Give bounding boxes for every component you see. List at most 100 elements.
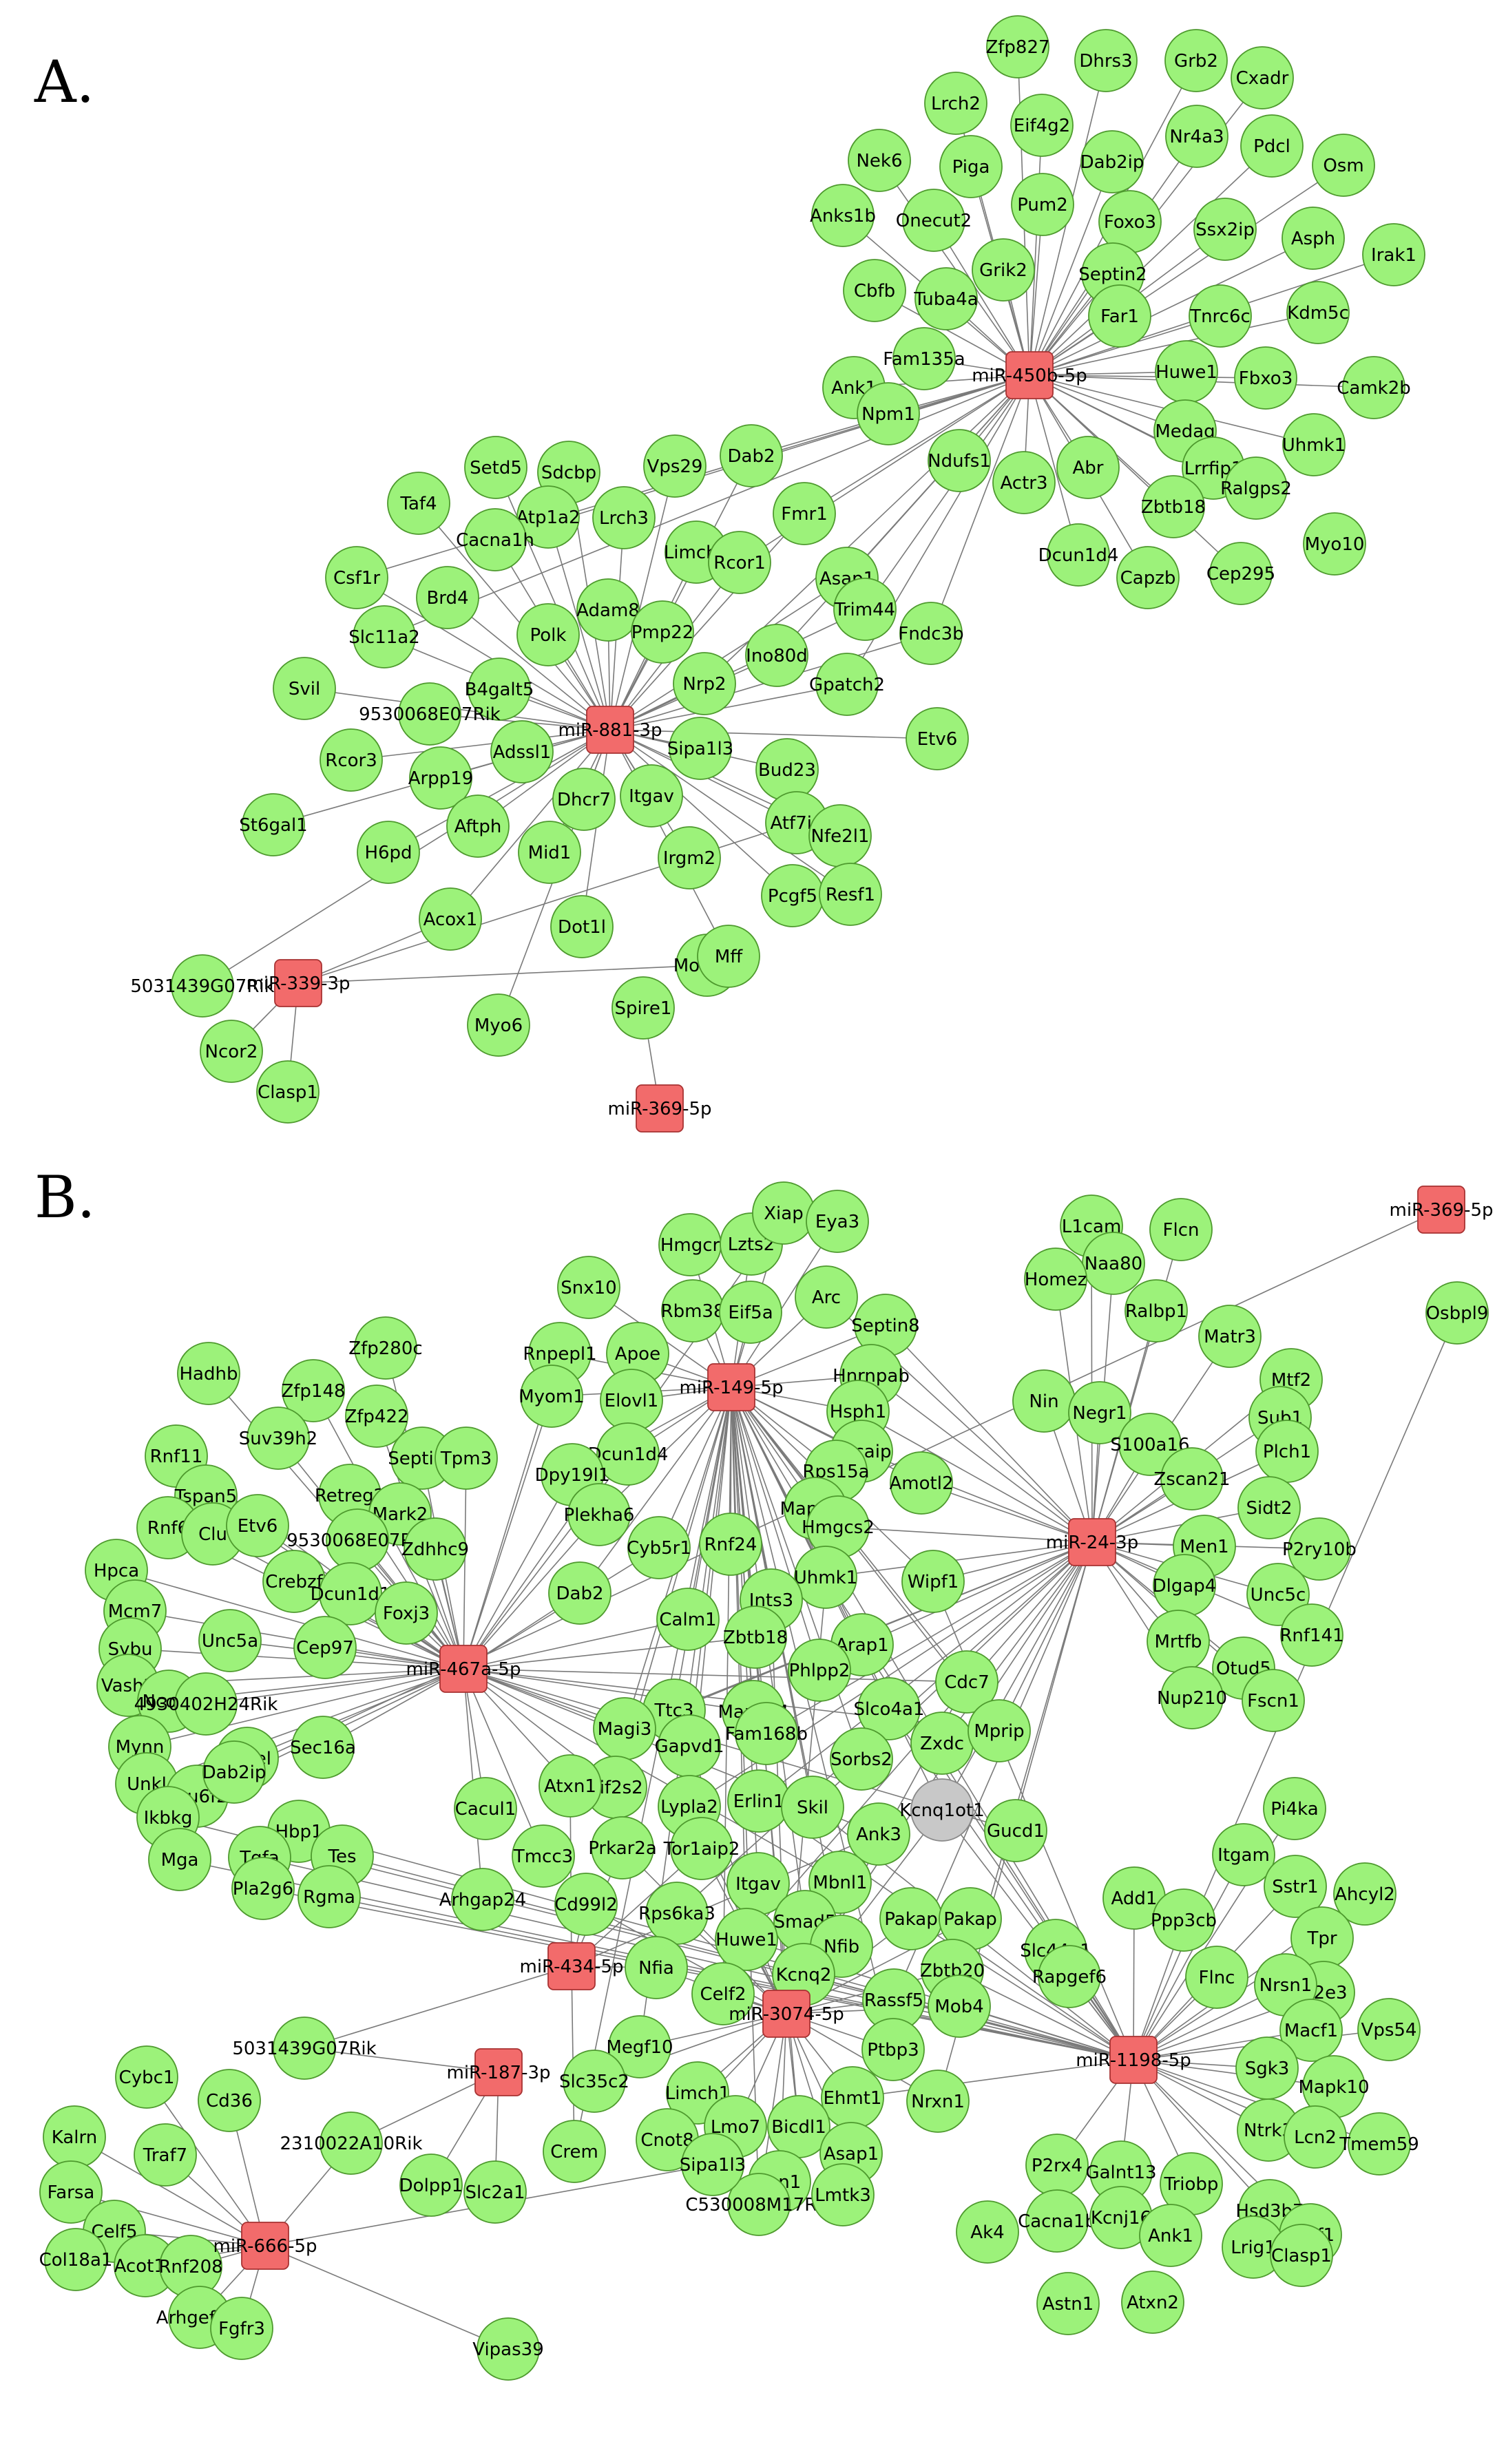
gene-node-a-42-label: Cep295 — [1206, 564, 1275, 585]
gene-node-a-52-label: Fmr1 — [781, 504, 828, 525]
edge-a-53 — [776, 375, 1030, 656]
gene-node-b-141-label: Ikbkg — [144, 1808, 193, 1829]
gene-node-b-189-label: Farsa — [48, 2182, 95, 2203]
gene-node-b-78: Bicdl1 — [767, 2095, 830, 2158]
gene-node-a-51-label: Cacna1h — [456, 530, 534, 551]
gene-node-a-67-label: Ino80d — [746, 646, 808, 666]
gene-node-b-185: Cd36 — [198, 2069, 261, 2132]
gene-node-b-64-circle — [625, 1936, 688, 1999]
gene-node-a-54-label: Brd4 — [426, 588, 468, 609]
gene-node-b-193: Rnf208 — [158, 2235, 223, 2298]
mirna-node-b-0-box — [707, 1363, 755, 1411]
gene-node-a-49-label: Atp1a2 — [516, 507, 580, 528]
gene-node-a-94-circle — [200, 1020, 263, 1083]
gene-node-a-12-label: Anks1b — [810, 206, 876, 227]
gene-node-a-24-label: Tnrc6c — [1189, 306, 1251, 327]
edge-b-81 — [885, 1325, 1093, 1543]
gene-node-b-109: Zfp148 — [281, 1359, 346, 1422]
gene-node-b-95-label: Plch1 — [1263, 1442, 1311, 1462]
gene-node-b-24: Rnf24 — [699, 1513, 762, 1576]
gene-node-b-83: Lmtk3 — [811, 2163, 875, 2226]
gene-node-b-144-label: Mga — [161, 1850, 199, 1871]
gene-node-b-145-circle — [231, 1857, 295, 1920]
gene-node-b-68: Rassf5 — [862, 1968, 925, 2032]
edge-b-120 — [116, 1570, 464, 1670]
gene-node-a-86-label: Resf1 — [826, 885, 875, 905]
gene-node-b-24-label: Rnf24 — [704, 1535, 757, 1555]
gene-node-b-154-label: Tpr — [1306, 1928, 1337, 1949]
gene-node-a-36-label: Abr — [1073, 458, 1104, 478]
gene-node-b-15-circle — [596, 1422, 660, 1486]
gene-node-b-180-label: 5031439G07Rik — [232, 2039, 376, 2059]
gene-node-b-41: Gapvd1 — [654, 1714, 724, 1778]
gene-node-b-106-circle — [1242, 1669, 1305, 1732]
gene-node-b-176-label: Lrig1 — [1231, 2237, 1275, 2258]
gene-node-a-46-label: Vps29 — [647, 456, 703, 477]
gene-node-a-4-circle — [924, 72, 987, 135]
gene-node-b-85-circle — [1149, 1198, 1213, 1261]
gene-node-b-107-circle — [354, 1316, 417, 1380]
gene-node-b-174: Ak4 — [956, 2200, 1019, 2264]
gene-node-b-177: Clasp1 — [1270, 2224, 1333, 2287]
panel-b-label: B. — [34, 1163, 96, 1231]
gene-node-b-186: Kalrn — [43, 2105, 106, 2169]
mirna-node-b-5-label: miR-3074-5p — [729, 2004, 844, 2025]
gene-node-b-158-label: Flnc — [1199, 1968, 1235, 1988]
gene-node-a-19-circle — [843, 259, 906, 322]
gene-node-a-60-circle — [516, 603, 580, 666]
gene-node-b-22: Hmgcs2 — [802, 1495, 875, 1559]
gene-node-b-103-circle — [1280, 1603, 1343, 1667]
edge-b-263 — [264, 2245, 509, 2350]
gene-node-b-127-label: Foxj3 — [383, 1603, 430, 1624]
mirna-node-b-5: miR-3074-5p — [729, 1990, 844, 2038]
edge-b-131 — [139, 1668, 464, 1747]
gene-node-b-6-circle — [719, 1281, 782, 1344]
gene-node-a-30-circle — [1342, 356, 1405, 419]
edge-a-65 — [447, 597, 611, 730]
gene-node-a-8-label: Osm — [1323, 156, 1363, 176]
gene-node-b-157-label: Rapgef6 — [1032, 1967, 1107, 1988]
gene-node-a-36: Abr — [1056, 436, 1120, 499]
gene-node-a-73-circle — [669, 717, 732, 780]
gene-node-b-129-label: Unc5a — [202, 1631, 258, 1652]
gene-node-b-70: Megf10 — [606, 2015, 673, 2078]
gene-node-b-44: Lypla2 — [658, 1775, 721, 1838]
gene-node-a-4: Lrch2 — [924, 72, 987, 135]
gene-node-b-23-circle — [627, 1516, 691, 1579]
gene-node-b-3-circle — [806, 1190, 869, 1253]
gene-node-b-13-label: Elovl1 — [605, 1391, 659, 1411]
gene-node-a-88: Dot1l — [550, 895, 614, 958]
gene-node-b-191-circle — [44, 2228, 107, 2291]
gene-node-b-42: Sorbs2 — [830, 1727, 893, 1791]
edge-b-86 — [837, 1526, 1093, 1543]
gene-node-a-11-label: Dab2ip — [1080, 152, 1144, 173]
gene-node-b-2: Xiap — [752, 1181, 815, 1245]
gene-node-b-44-label: Lypla2 — [660, 1797, 718, 1818]
gene-node-a-4-label: Lrch2 — [931, 94, 981, 114]
gene-node-b-45-label: Erlin1 — [733, 1791, 785, 1812]
gene-node-b-0: Hmgcr — [658, 1213, 722, 1276]
gene-node-a-75-label: Etv6 — [917, 729, 958, 750]
edge-a-64 — [356, 577, 611, 730]
gene-node-a-93-label: Spire1 — [615, 998, 672, 1019]
gene-node-b-36-label: Slco4a1 — [854, 1699, 925, 1720]
gene-node-b-153-label: Ppp3cb — [1151, 1910, 1217, 1931]
mirna-node-b-1-label: miR-24-3p — [1046, 1533, 1138, 1553]
gene-node-a-68-circle — [815, 653, 879, 716]
edge-b-140 — [463, 1474, 573, 1670]
gene-node-a-90-circle — [697, 925, 760, 988]
gene-node-b-53-label: Tor1aip2 — [663, 1839, 740, 1860]
gene-node-b-42-circle — [830, 1727, 893, 1791]
gene-node-a-28: Huwe1 — [1155, 340, 1218, 403]
gene-node-a-64: Svil — [273, 657, 336, 720]
gene-node-a-39-label: Ralgps2 — [1220, 478, 1292, 499]
gene-node-a-13-circle — [902, 189, 965, 252]
gene-node-a-93-circle — [611, 976, 675, 1040]
edge-b-96 — [758, 1541, 1093, 1802]
gene-node-a-17-label: Asph — [1291, 229, 1335, 249]
gene-node-b-184-circle — [115, 2045, 178, 2109]
gene-node-b-143-label: Tes — [327, 1846, 356, 1867]
gene-node-b-120-circle — [226, 1494, 289, 1557]
gene-node-b-92-label: Negr1 — [1072, 1403, 1127, 1424]
gene-node-a-76: St6gal1 — [239, 793, 308, 856]
